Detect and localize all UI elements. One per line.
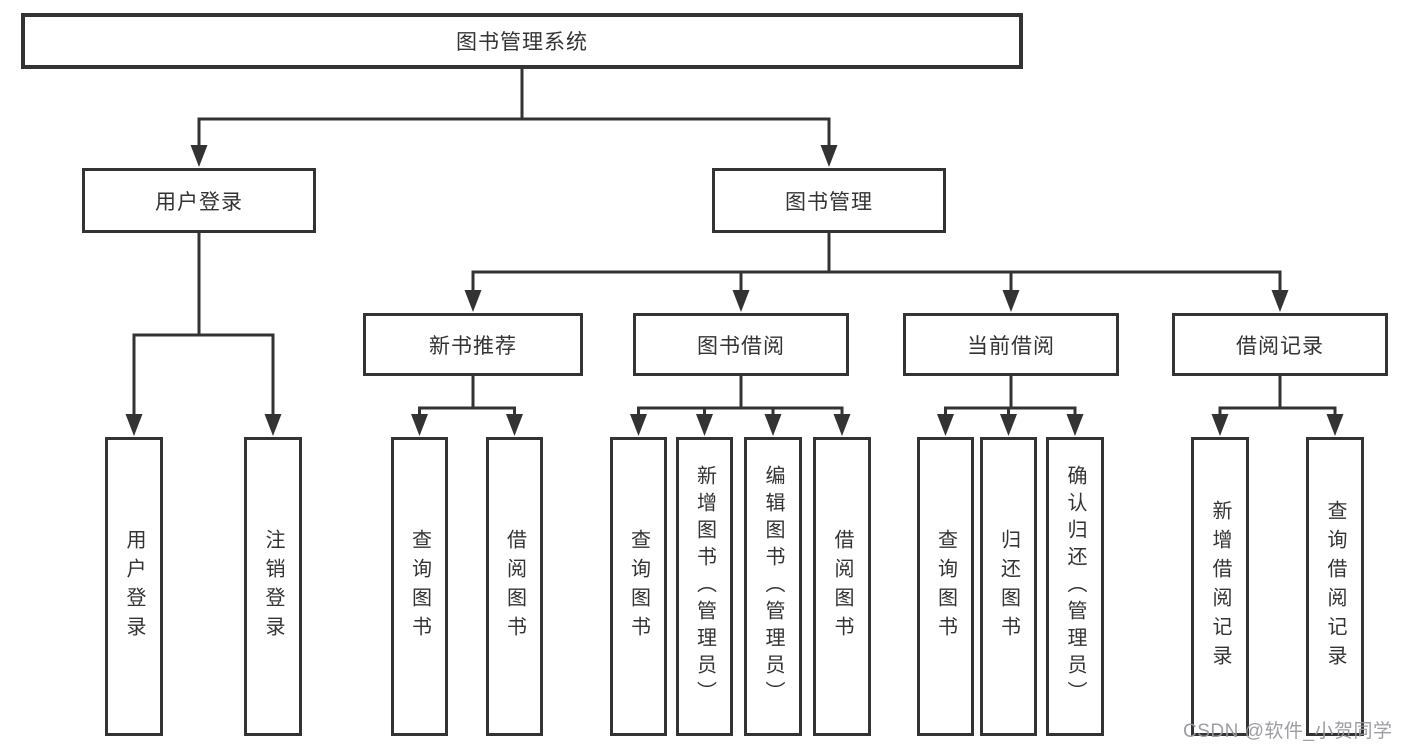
node-br-query: 查询借阅记录 bbox=[1306, 437, 1364, 736]
connector-group-book-mgmt bbox=[464, 231, 1289, 312]
node-nb-borrow: 借阅图书 bbox=[486, 437, 543, 736]
node-nb-query: 查询图书 bbox=[391, 437, 448, 736]
arrowhead-icon bbox=[1211, 414, 1229, 436]
node-cb-query: 查询图书 bbox=[917, 437, 974, 736]
arrowhead-icon bbox=[1000, 414, 1017, 436]
node-bb-edit: 编辑图书（管理员） bbox=[744, 437, 802, 736]
node-label: 查询借阅记录 bbox=[1324, 499, 1346, 674]
arrowhead-icon bbox=[1271, 290, 1289, 312]
node-label: 当前借阅 bbox=[967, 334, 1055, 358]
arrowhead-icon bbox=[764, 414, 782, 436]
node-new-book-rec: 新书推荐 bbox=[363, 313, 583, 376]
arrowhead-icon bbox=[411, 414, 428, 436]
arrowhead-icon bbox=[125, 414, 143, 436]
node-label: 用户登录 bbox=[123, 528, 145, 645]
connector-group-borrow-record bbox=[1211, 374, 1344, 436]
node-label: 借阅记录 bbox=[1236, 334, 1324, 358]
node-bb-borrow: 借阅图书 bbox=[813, 437, 871, 736]
node-cb-return: 归还图书 bbox=[980, 437, 1037, 736]
node-label: 确认归还（管理员） bbox=[1064, 465, 1086, 708]
arrowhead-icon bbox=[820, 145, 838, 167]
arrowhead-icon bbox=[1002, 290, 1020, 312]
arrowhead-icon bbox=[937, 414, 954, 436]
node-label: 查询图书 bbox=[627, 528, 650, 645]
node-book-mgmt: 图书管理 bbox=[712, 168, 946, 233]
connector-group-new-book-rec bbox=[411, 374, 523, 436]
node-user-login: 用户登录 bbox=[82, 168, 316, 233]
node-current-borrow: 当前借阅 bbox=[903, 313, 1119, 376]
node-label: 注销登录 bbox=[262, 528, 284, 645]
node-label: 新增图书（管理员） bbox=[693, 465, 716, 708]
node-bb-add: 新增图书（管理员） bbox=[676, 437, 733, 736]
node-label: 图书管理系统 bbox=[456, 31, 588, 54]
node-label: 新书推荐 bbox=[429, 334, 517, 358]
node-label: 归还图书 bbox=[997, 528, 1020, 645]
node-br-add: 新增借阅记录 bbox=[1191, 437, 1249, 736]
arrowhead-icon bbox=[732, 290, 750, 312]
node-root: 图书管理系统 bbox=[21, 13, 1023, 69]
node-label: 查询图书 bbox=[934, 528, 957, 645]
node-book-borrow: 图书借阅 bbox=[633, 313, 849, 376]
watermark: CSDN @软件_小贺同学 bbox=[1183, 721, 1393, 742]
arrowhead-icon bbox=[190, 145, 208, 167]
arrowhead-icon bbox=[464, 290, 482, 312]
node-label: 借阅图书 bbox=[831, 528, 853, 645]
connector-group-current-borrow bbox=[937, 374, 1084, 436]
arrowhead-icon bbox=[630, 414, 647, 436]
node-v-user-login: 用户登录 bbox=[105, 437, 163, 736]
arrowhead-icon bbox=[506, 414, 523, 436]
node-bb-query: 查询图书 bbox=[610, 437, 667, 736]
node-label: 借阅图书 bbox=[503, 528, 526, 645]
node-label: 图书管理 bbox=[785, 190, 873, 214]
node-label: 编辑图书（管理员） bbox=[762, 465, 784, 708]
node-label: 查询图书 bbox=[408, 528, 431, 645]
connector-group-book-borrow bbox=[630, 374, 851, 436]
node-cb-confirm: 确认归还（管理员） bbox=[1046, 437, 1104, 736]
node-label: 用户登录 bbox=[155, 190, 243, 214]
connector-group-root bbox=[190, 67, 838, 167]
node-v-logout: 注销登录 bbox=[244, 437, 302, 736]
arrowhead-icon bbox=[696, 414, 713, 436]
node-borrow-record: 借阅记录 bbox=[1172, 313, 1388, 376]
arrowhead-icon bbox=[1326, 414, 1344, 436]
arrowhead-icon bbox=[1066, 414, 1084, 436]
arrowhead-icon bbox=[833, 414, 851, 436]
arrowhead-icon bbox=[264, 414, 282, 436]
node-label: 新增借阅记录 bbox=[1209, 499, 1231, 674]
connector-group-user-login bbox=[125, 231, 282, 436]
node-label: 图书借阅 bbox=[697, 334, 785, 358]
